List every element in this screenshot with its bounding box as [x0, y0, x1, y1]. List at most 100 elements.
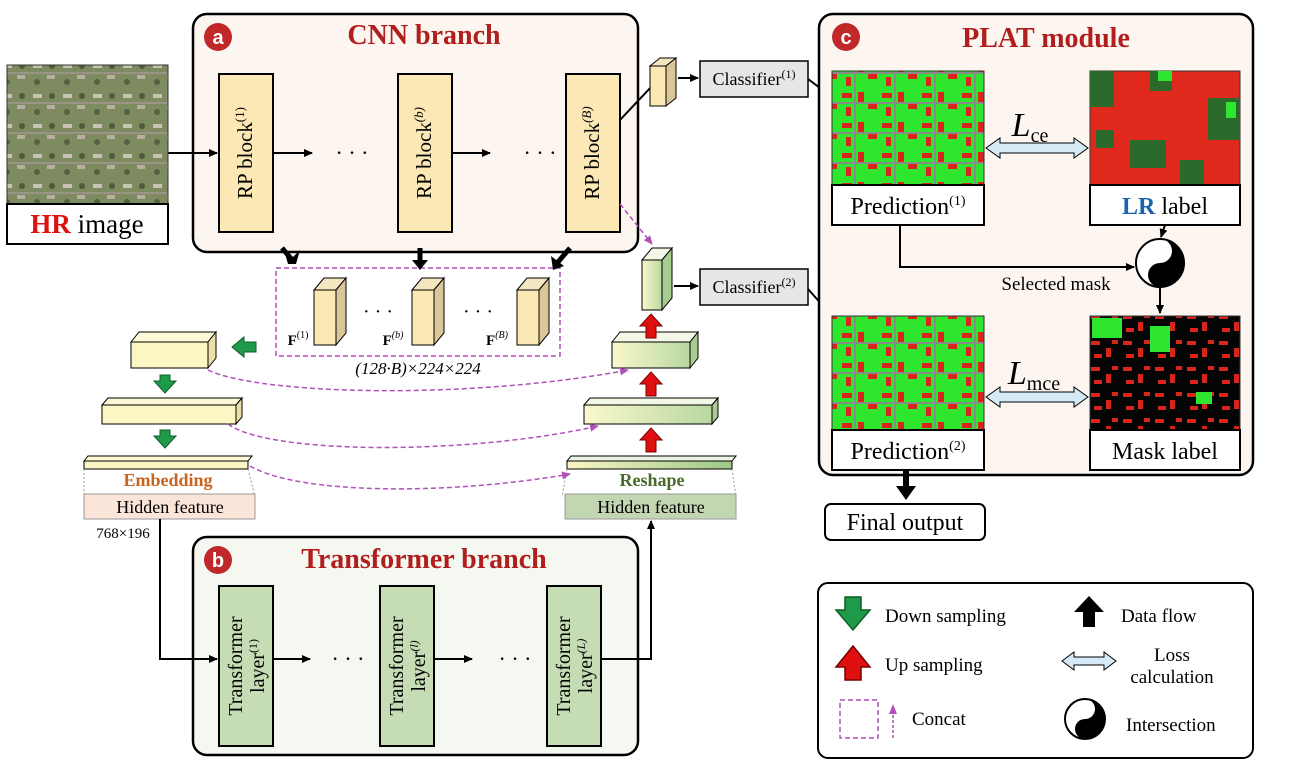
feature-map [410, 276, 446, 347]
hidden-feature-right [564, 493, 737, 520]
skip-connection [227, 423, 599, 449]
down-sampling-arrow [152, 374, 178, 394]
features-dims: (128·B)×224×224 [355, 359, 481, 378]
feature-cube-small [648, 56, 678, 108]
feature-map [515, 276, 551, 347]
hr-image [6, 64, 169, 205]
loss-ce-symbol: Lce [1011, 107, 1049, 147]
loss-mce-symbol: Lmce [1007, 355, 1060, 395]
up-sampling-arrow [638, 313, 664, 339]
transformer-badge-letter: b [212, 550, 224, 572]
ellipsis: · · · [499, 646, 532, 671]
prediction-2-caption: Prediction(2) [851, 439, 966, 465]
svg-text:layer(1): layer(1) [246, 639, 269, 693]
svg-text:Transformer: Transformer [225, 616, 247, 716]
plat-badge [832, 23, 860, 51]
transformer-layer: Transformer layer(l) [379, 585, 435, 747]
legend-panel [817, 582, 1254, 759]
legend-down: Down sampling [885, 606, 1006, 627]
classifier-1-label: Classifier(1) [713, 67, 796, 89]
svg-text:Transformer: Transformer [553, 616, 575, 716]
ellipsis: · · · [332, 646, 365, 671]
svg-text:layer(L): layer(L) [574, 639, 597, 694]
down-sampling-arrow [231, 335, 257, 359]
svg-text:RP block(B): RP block(B) [579, 106, 604, 199]
legend-concat: Concat [912, 709, 967, 730]
svg-text:RP block(b): RP block(b) [411, 107, 436, 199]
svg-text:Transformer: Transformer [386, 616, 408, 716]
loss-legend-icon [1061, 651, 1117, 671]
embedding-block [82, 455, 254, 470]
feature-map [312, 276, 348, 347]
rp-block: RP block(b) [397, 73, 453, 233]
prediction-1-map [831, 70, 985, 186]
ellipsis: · · · [463, 301, 493, 323]
skip-connection [207, 367, 629, 392]
up-sampling-arrow [638, 371, 664, 397]
feature-label: F(B) [486, 330, 509, 349]
loss-arrow-mce [985, 386, 1089, 408]
legend-data-flow: Data flow [1121, 606, 1197, 627]
transformer-layer: Transformer layer(L) [546, 585, 602, 747]
svg-text:RP block(1): RP block(1) [232, 107, 257, 199]
reshape-block [565, 455, 738, 470]
prediction-1-caption-box [831, 184, 985, 226]
classifier-2 [699, 268, 809, 306]
cnn-panel-title: CNN branch [347, 20, 501, 51]
cnn-badge-letter: a [212, 27, 224, 49]
ellipsis: · · · [524, 140, 557, 165]
hr-image-caption: HR image [30, 209, 143, 239]
up-sampling-arrow [638, 427, 664, 453]
prediction-1-caption: Prediction(1) [851, 194, 966, 220]
prediction-2-caption-box [831, 429, 985, 471]
up-feature-block [582, 396, 720, 426]
data-flow-legend-icon [1074, 596, 1104, 627]
plat-panel-title: PLAT module [962, 23, 1130, 54]
concat-legend-icon [839, 699, 879, 739]
ellipsis: · · · [363, 301, 393, 323]
legend-intersection: Intersection [1126, 715, 1216, 736]
embedding-label: Embedding [123, 470, 212, 490]
plat-badge-letter: c [840, 27, 851, 49]
intersection-icon [1135, 238, 1185, 288]
down-feature-block [129, 330, 218, 370]
skip-connection [249, 465, 571, 490]
classifier-1 [699, 60, 809, 98]
down-sampling-arrow [152, 429, 178, 449]
transformer-badge [204, 546, 232, 574]
rp-block: RP block(B) [565, 73, 621, 233]
down-sampling-legend-icon [834, 596, 872, 632]
intersection-legend-icon [1064, 698, 1106, 740]
final-output-box [824, 503, 986, 541]
hr-image-caption-box [6, 203, 169, 245]
selected-mask-label: Selected mask [1001, 274, 1111, 295]
hidden-feature-left-label: Hidden feature [116, 497, 223, 517]
legend-loss-line2: calculation [1130, 667, 1214, 688]
hidden-feature-left [83, 493, 256, 520]
lr-label-caption-box [1089, 184, 1241, 226]
legend-up: Up sampling [885, 655, 983, 676]
transformer-layer: Transformer layer(1) [218, 585, 274, 747]
cnn-badge [204, 23, 232, 51]
fused-feature [640, 246, 674, 312]
lr-label-map [1089, 70, 1241, 186]
mask-label-caption-box [1089, 429, 1241, 471]
feature-label: F(b) [383, 330, 405, 349]
skip-connection [619, 203, 653, 245]
hidden-feature-right-label: Hidden feature [597, 497, 704, 517]
features-concat-box [275, 267, 561, 357]
rp-block: RP block(1) [218, 73, 274, 233]
feature-label: F(1) [288, 330, 309, 349]
prediction-2-map [831, 315, 985, 431]
mask-label-caption: Mask label [1112, 439, 1218, 465]
down-feature-block [100, 396, 244, 426]
svg-text:layer(l): layer(l) [407, 640, 430, 691]
final-output-label: Final output [847, 510, 964, 536]
ellipsis: · · · [336, 140, 369, 165]
lr-label-caption: LR label [1122, 194, 1208, 220]
embedding-dims: 768×196 [96, 526, 150, 542]
transformer-panel-title: Transformer branch [301, 544, 547, 575]
legend-loss-line1: Loss [1154, 645, 1190, 666]
loss-arrow-ce [985, 137, 1089, 159]
